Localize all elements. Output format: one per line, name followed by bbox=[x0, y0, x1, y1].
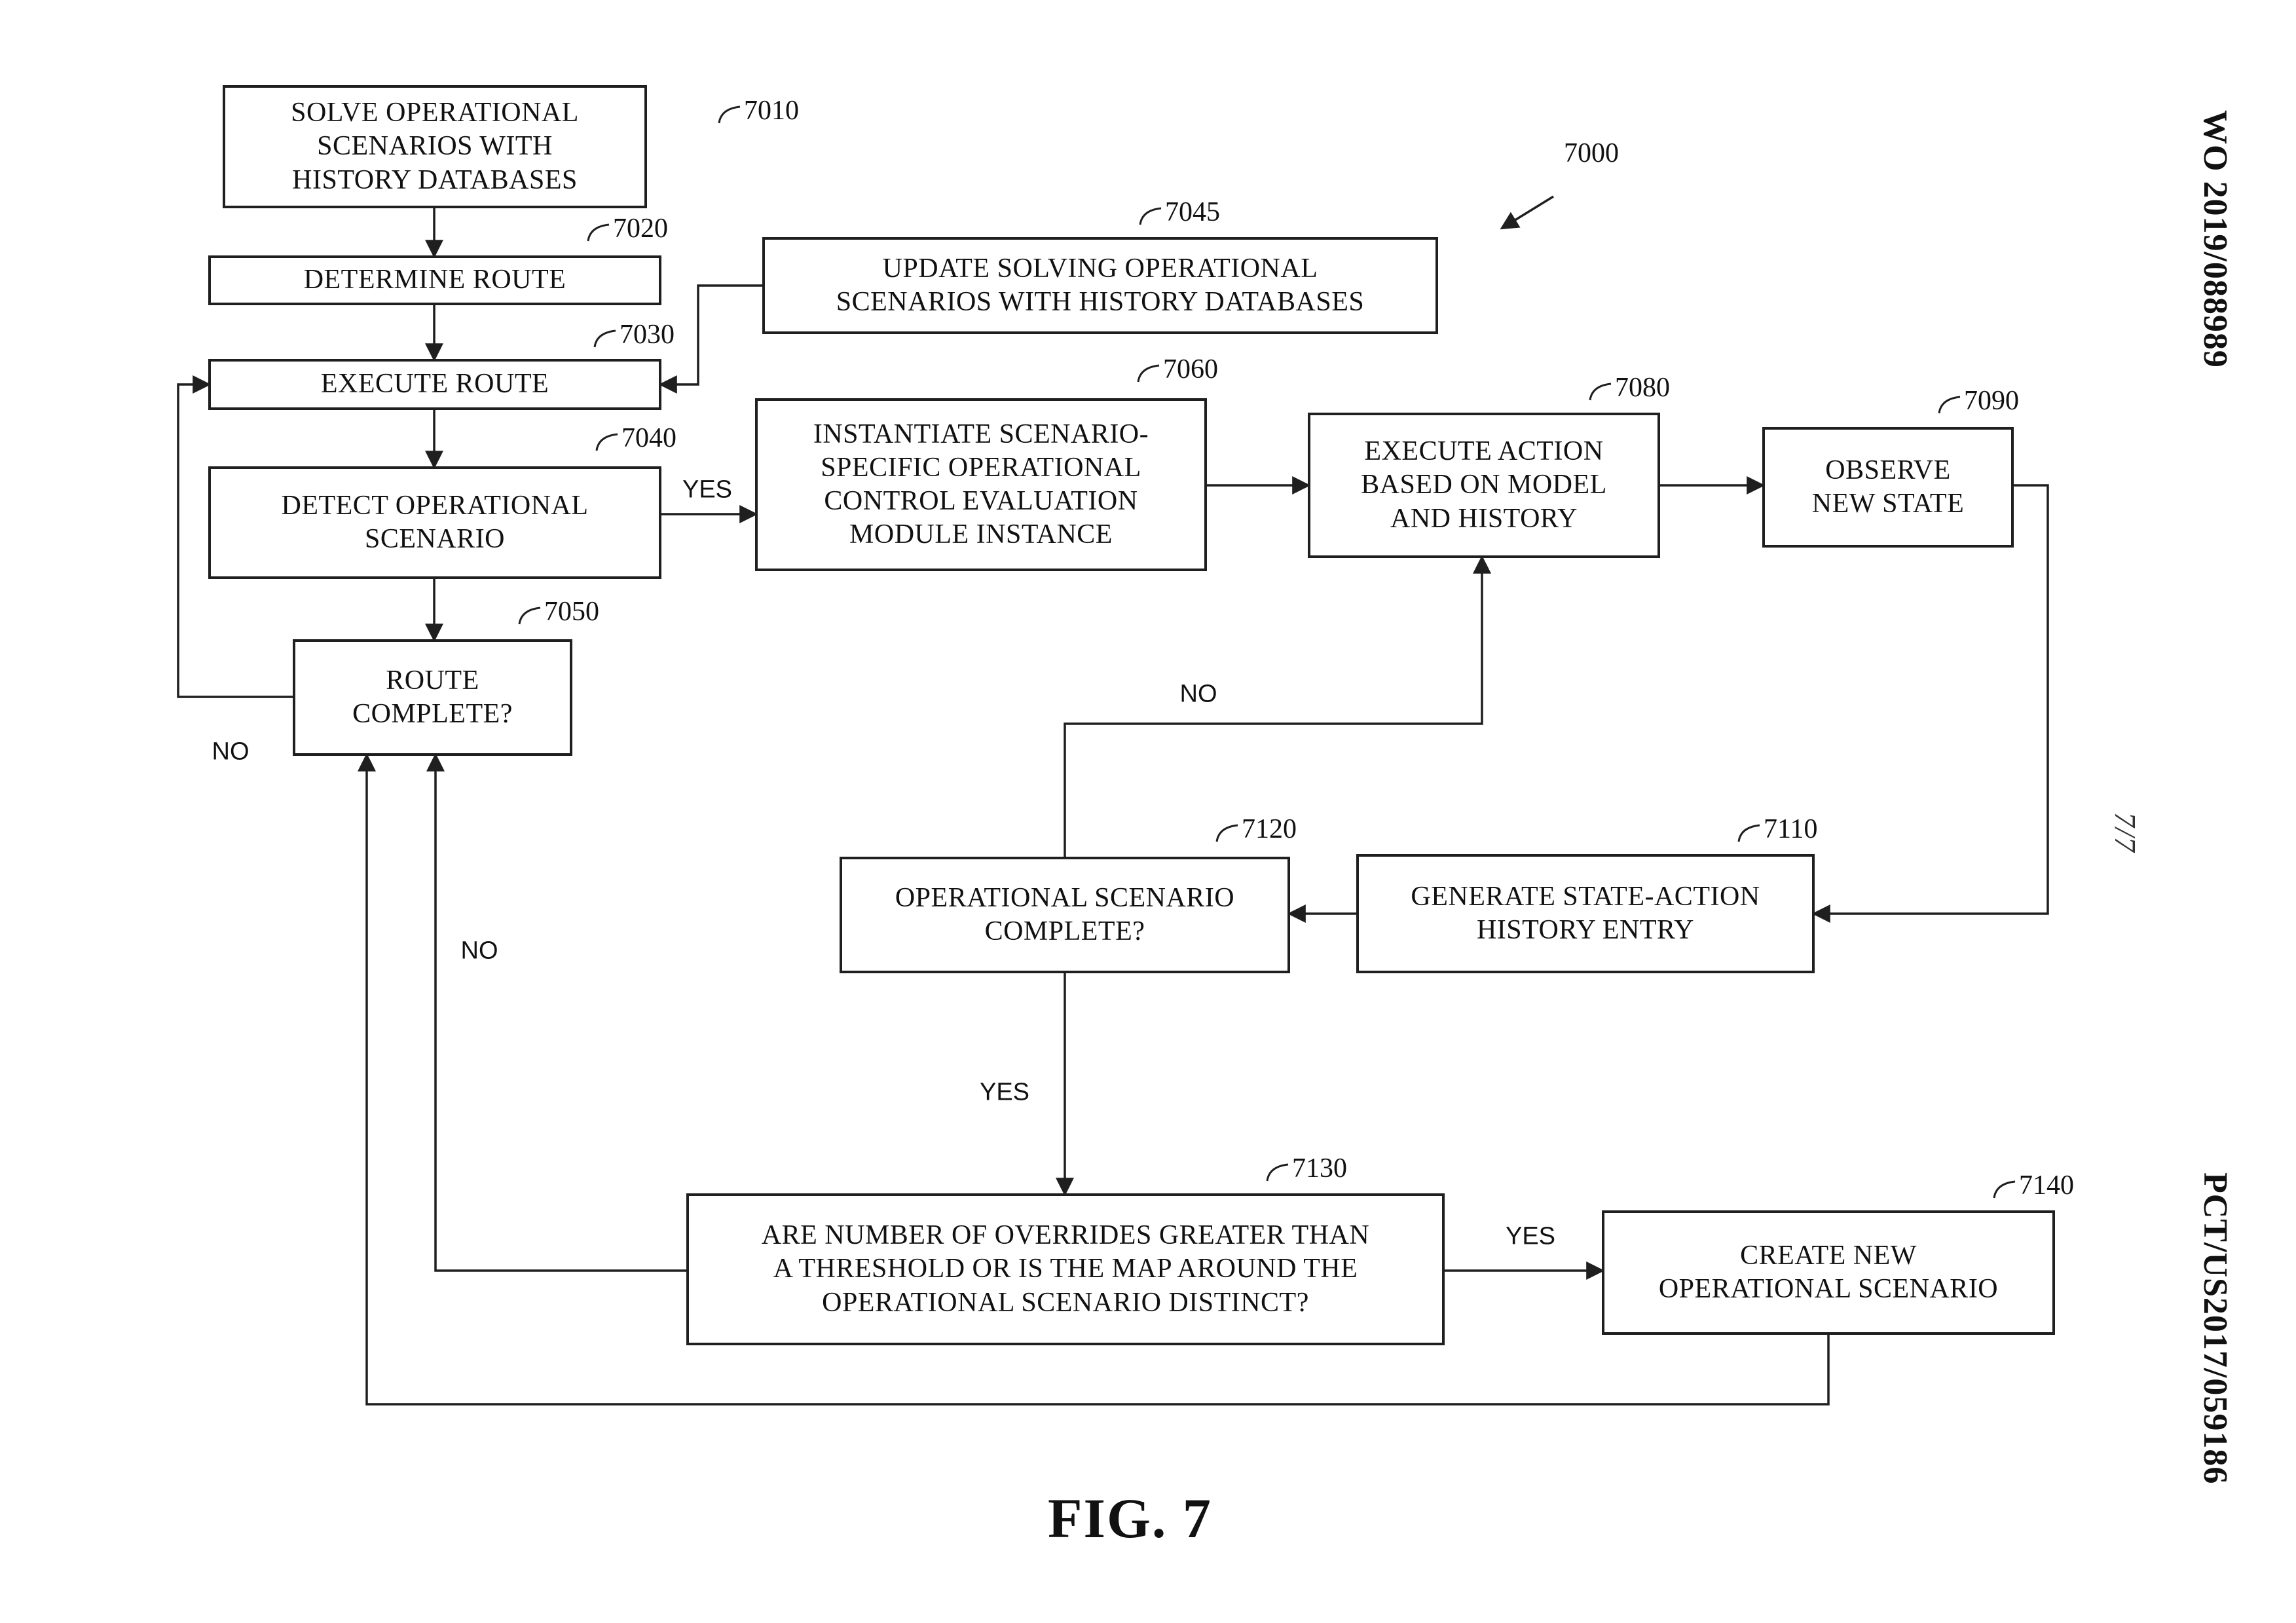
leader-curve-icon bbox=[1938, 396, 1961, 414]
ref-label-7090: 7090 bbox=[1937, 385, 2019, 417]
node-label: DETECT OPERATIONAL SCENARIO bbox=[281, 490, 589, 554]
flow-node-7120-scenario-complete: OPERATIONAL SCENARIO COMPLETE? bbox=[840, 857, 1290, 973]
ref-label-7130: 7130 bbox=[1265, 1153, 1347, 1184]
publication-number: WO 2019/088989 bbox=[2196, 110, 2234, 368]
edge-label-yes-7040-7060: YES bbox=[682, 476, 733, 504]
node-label: OPERATIONAL SCENARIO COMPLETE? bbox=[895, 882, 1235, 946]
node-label: SOLVE OPERATIONAL SCENARIOS WITH HISTORY… bbox=[291, 98, 579, 195]
leader-curve-icon bbox=[1993, 1180, 2016, 1199]
node-label: INSTANTIATE SCENARIO- SPECIFIC OPERATION… bbox=[813, 419, 1149, 550]
flow-node-7045-update-solving: UPDATE SOLVING OPERATIONAL SCENARIOS WIT… bbox=[762, 237, 1438, 334]
node-label: GENERATE STATE-ACTION HISTORY ENTRY bbox=[1411, 881, 1760, 945]
node-label: OBSERVE NEW STATE bbox=[1811, 455, 1965, 519]
flow-node-7010-solve-scenarios: SOLVE OPERATIONAL SCENARIOS WITH HISTORY… bbox=[223, 85, 647, 208]
node-label: CREATE NEW OPERATIONAL SCENARIO bbox=[1658, 1240, 1999, 1304]
edge-7045-to-7030 bbox=[658, 284, 762, 394]
edge-7130-to-7050-no bbox=[426, 753, 686, 1272]
leader-curve-icon bbox=[1266, 1163, 1289, 1182]
flow-node-7110-generate-history-entry: GENERATE STATE-ACTION HISTORY ENTRY bbox=[1356, 854, 1815, 973]
ref-label-7045: 7045 bbox=[1138, 196, 1220, 228]
ref-label-7060: 7060 bbox=[1136, 354, 1218, 385]
flow-node-7080-execute-action: EXECUTE ACTION BASED ON MODEL AND HISTOR… bbox=[1308, 413, 1660, 558]
flow-node-7140-create-new-scenario: CREATE NEW OPERATIONAL SCENARIO bbox=[1602, 1210, 2055, 1335]
ref-label-7110: 7110 bbox=[1737, 813, 1817, 845]
leader-curve-icon bbox=[1137, 364, 1160, 382]
edge-7140-to-7050 bbox=[358, 753, 1830, 1406]
edge-7050-to-7030-no bbox=[177, 375, 293, 698]
page-indicator: 7/7 bbox=[2109, 812, 2142, 853]
node-label: EXECUTE ROUTE bbox=[320, 369, 549, 400]
ref-label-7030: 7030 bbox=[593, 319, 675, 350]
flow-node-7050-route-complete: ROUTE COMPLETE? bbox=[293, 639, 572, 756]
ref-label-7000-diagram: 7000 bbox=[1564, 138, 1619, 168]
flow-node-7030-execute-route: EXECUTE ROUTE bbox=[208, 359, 661, 410]
node-label: DETERMINE ROUTE bbox=[303, 265, 566, 295]
ref-label-7040: 7040 bbox=[595, 422, 676, 454]
ref-label-7140: 7140 bbox=[1992, 1170, 2074, 1201]
node-label: UPDATE SOLVING OPERATIONAL SCENARIOS WIT… bbox=[836, 253, 1365, 317]
application-number: PCT/US2017/059186 bbox=[2196, 1172, 2234, 1485]
edge-7090-to-7110 bbox=[1811, 484, 2049, 923]
ref-label-7020: 7020 bbox=[586, 213, 668, 244]
edge-label-no-7120-7080: NO bbox=[1179, 680, 1217, 708]
edge-label-yes-7130-7140: YES bbox=[1505, 1222, 1556, 1250]
edge-7120-to-7080-no bbox=[1064, 555, 1491, 857]
flow-node-7130-overrides-threshold: ARE NUMBER OF OVERRIDES GREATER THAN A T… bbox=[686, 1193, 1445, 1345]
node-label: ROUTE COMPLETE? bbox=[352, 665, 513, 729]
leader-curve-icon bbox=[587, 223, 610, 242]
leader-curve-icon bbox=[1737, 824, 1760, 842]
edge-label-yes-7120-7130: YES bbox=[979, 1078, 1030, 1106]
ref-label-7120: 7120 bbox=[1215, 813, 1297, 845]
leader-curve-icon bbox=[518, 606, 541, 625]
edge-label-no-7050-7030: NO bbox=[212, 737, 250, 766]
leader-curve-icon bbox=[595, 433, 618, 451]
flow-node-7040-detect-scenario: DETECT OPERATIONAL SCENARIO bbox=[208, 466, 661, 579]
leader-curve-icon bbox=[718, 105, 741, 124]
figure-ref-arrow-icon bbox=[1500, 195, 1554, 230]
ref-label-7010: 7010 bbox=[717, 95, 799, 126]
figure-caption: FIG. 7 bbox=[1048, 1487, 1212, 1550]
leader-curve-icon bbox=[1215, 824, 1238, 842]
leader-curve-icon bbox=[1589, 382, 1612, 401]
node-label: EXECUTE ACTION BASED ON MODEL AND HISTOR… bbox=[1361, 436, 1607, 534]
leader-curve-icon bbox=[1139, 207, 1162, 225]
node-label: ARE NUMBER OF OVERRIDES GREATER THAN A T… bbox=[761, 1220, 1370, 1318]
leader-curve-icon bbox=[593, 329, 616, 348]
flow-node-7020-determine-route: DETERMINE ROUTE bbox=[208, 255, 661, 305]
ref-label-7080: 7080 bbox=[1588, 372, 1670, 403]
ref-label-7050: 7050 bbox=[517, 596, 599, 627]
edge-label-no-7130-7050: NO bbox=[460, 937, 498, 965]
flow-node-7060-instantiate-module: INSTANTIATE SCENARIO- SPECIFIC OPERATION… bbox=[755, 398, 1207, 571]
flow-node-7090-observe-new-state: OBSERVE NEW STATE bbox=[1762, 427, 2014, 548]
